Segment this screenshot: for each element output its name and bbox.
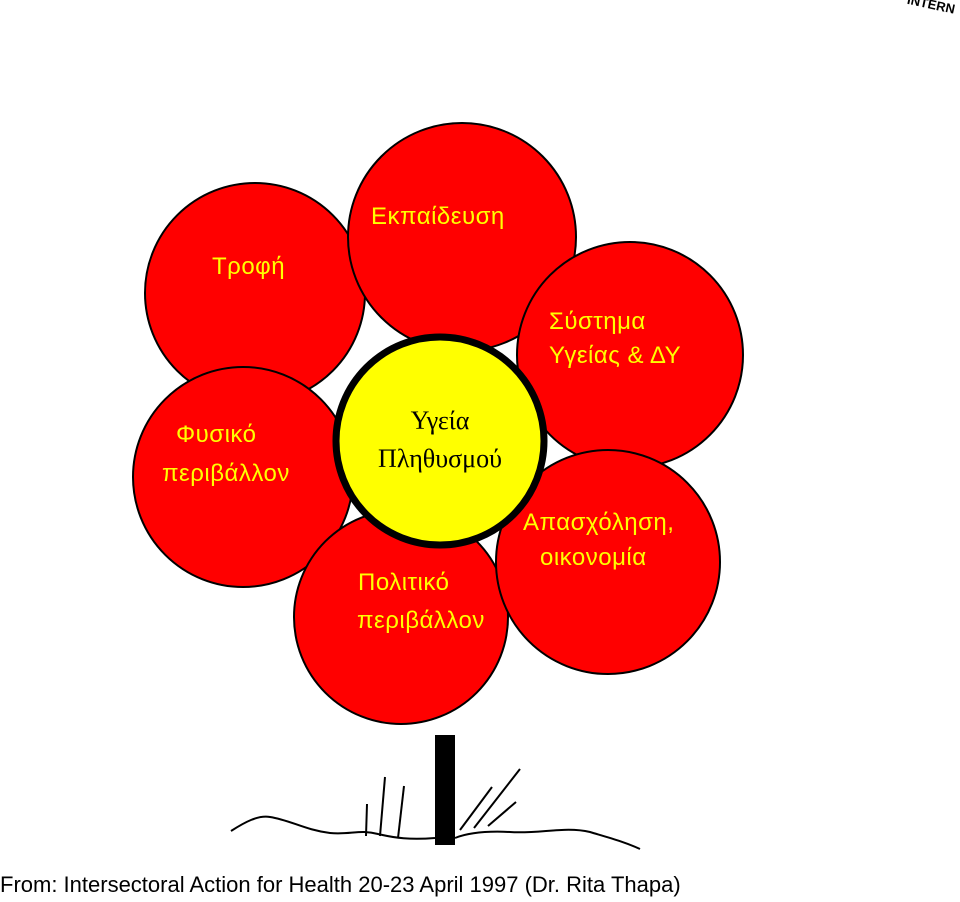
label-political-env-line2: περιβάλλον	[357, 607, 485, 634]
label-physical-env-line1: Φυσικό	[176, 421, 256, 448]
label-education: Εκπαίδευση	[371, 203, 505, 230]
center-label-line2: Πληθυσμού	[378, 444, 502, 473]
center-label-line1: Υγεία	[411, 406, 470, 435]
center-circle	[336, 337, 544, 545]
label-health-system-line2: Υγείας & ΔΥ	[549, 342, 681, 369]
label-food: Τροφή	[212, 253, 285, 280]
label-health-system-line1: Σύστημα	[549, 308, 646, 335]
label-employment-line2: οικονομία	[540, 544, 647, 571]
source-caption: From: Intersectoral Action for Health 20…	[0, 872, 681, 898]
label-physical-env-line2: περιβάλλον	[162, 460, 290, 487]
label-political-env-line1: Πολιτικό	[358, 569, 449, 596]
label-employment-line1: Απασχόληση,	[523, 509, 674, 536]
stem	[435, 735, 455, 845]
